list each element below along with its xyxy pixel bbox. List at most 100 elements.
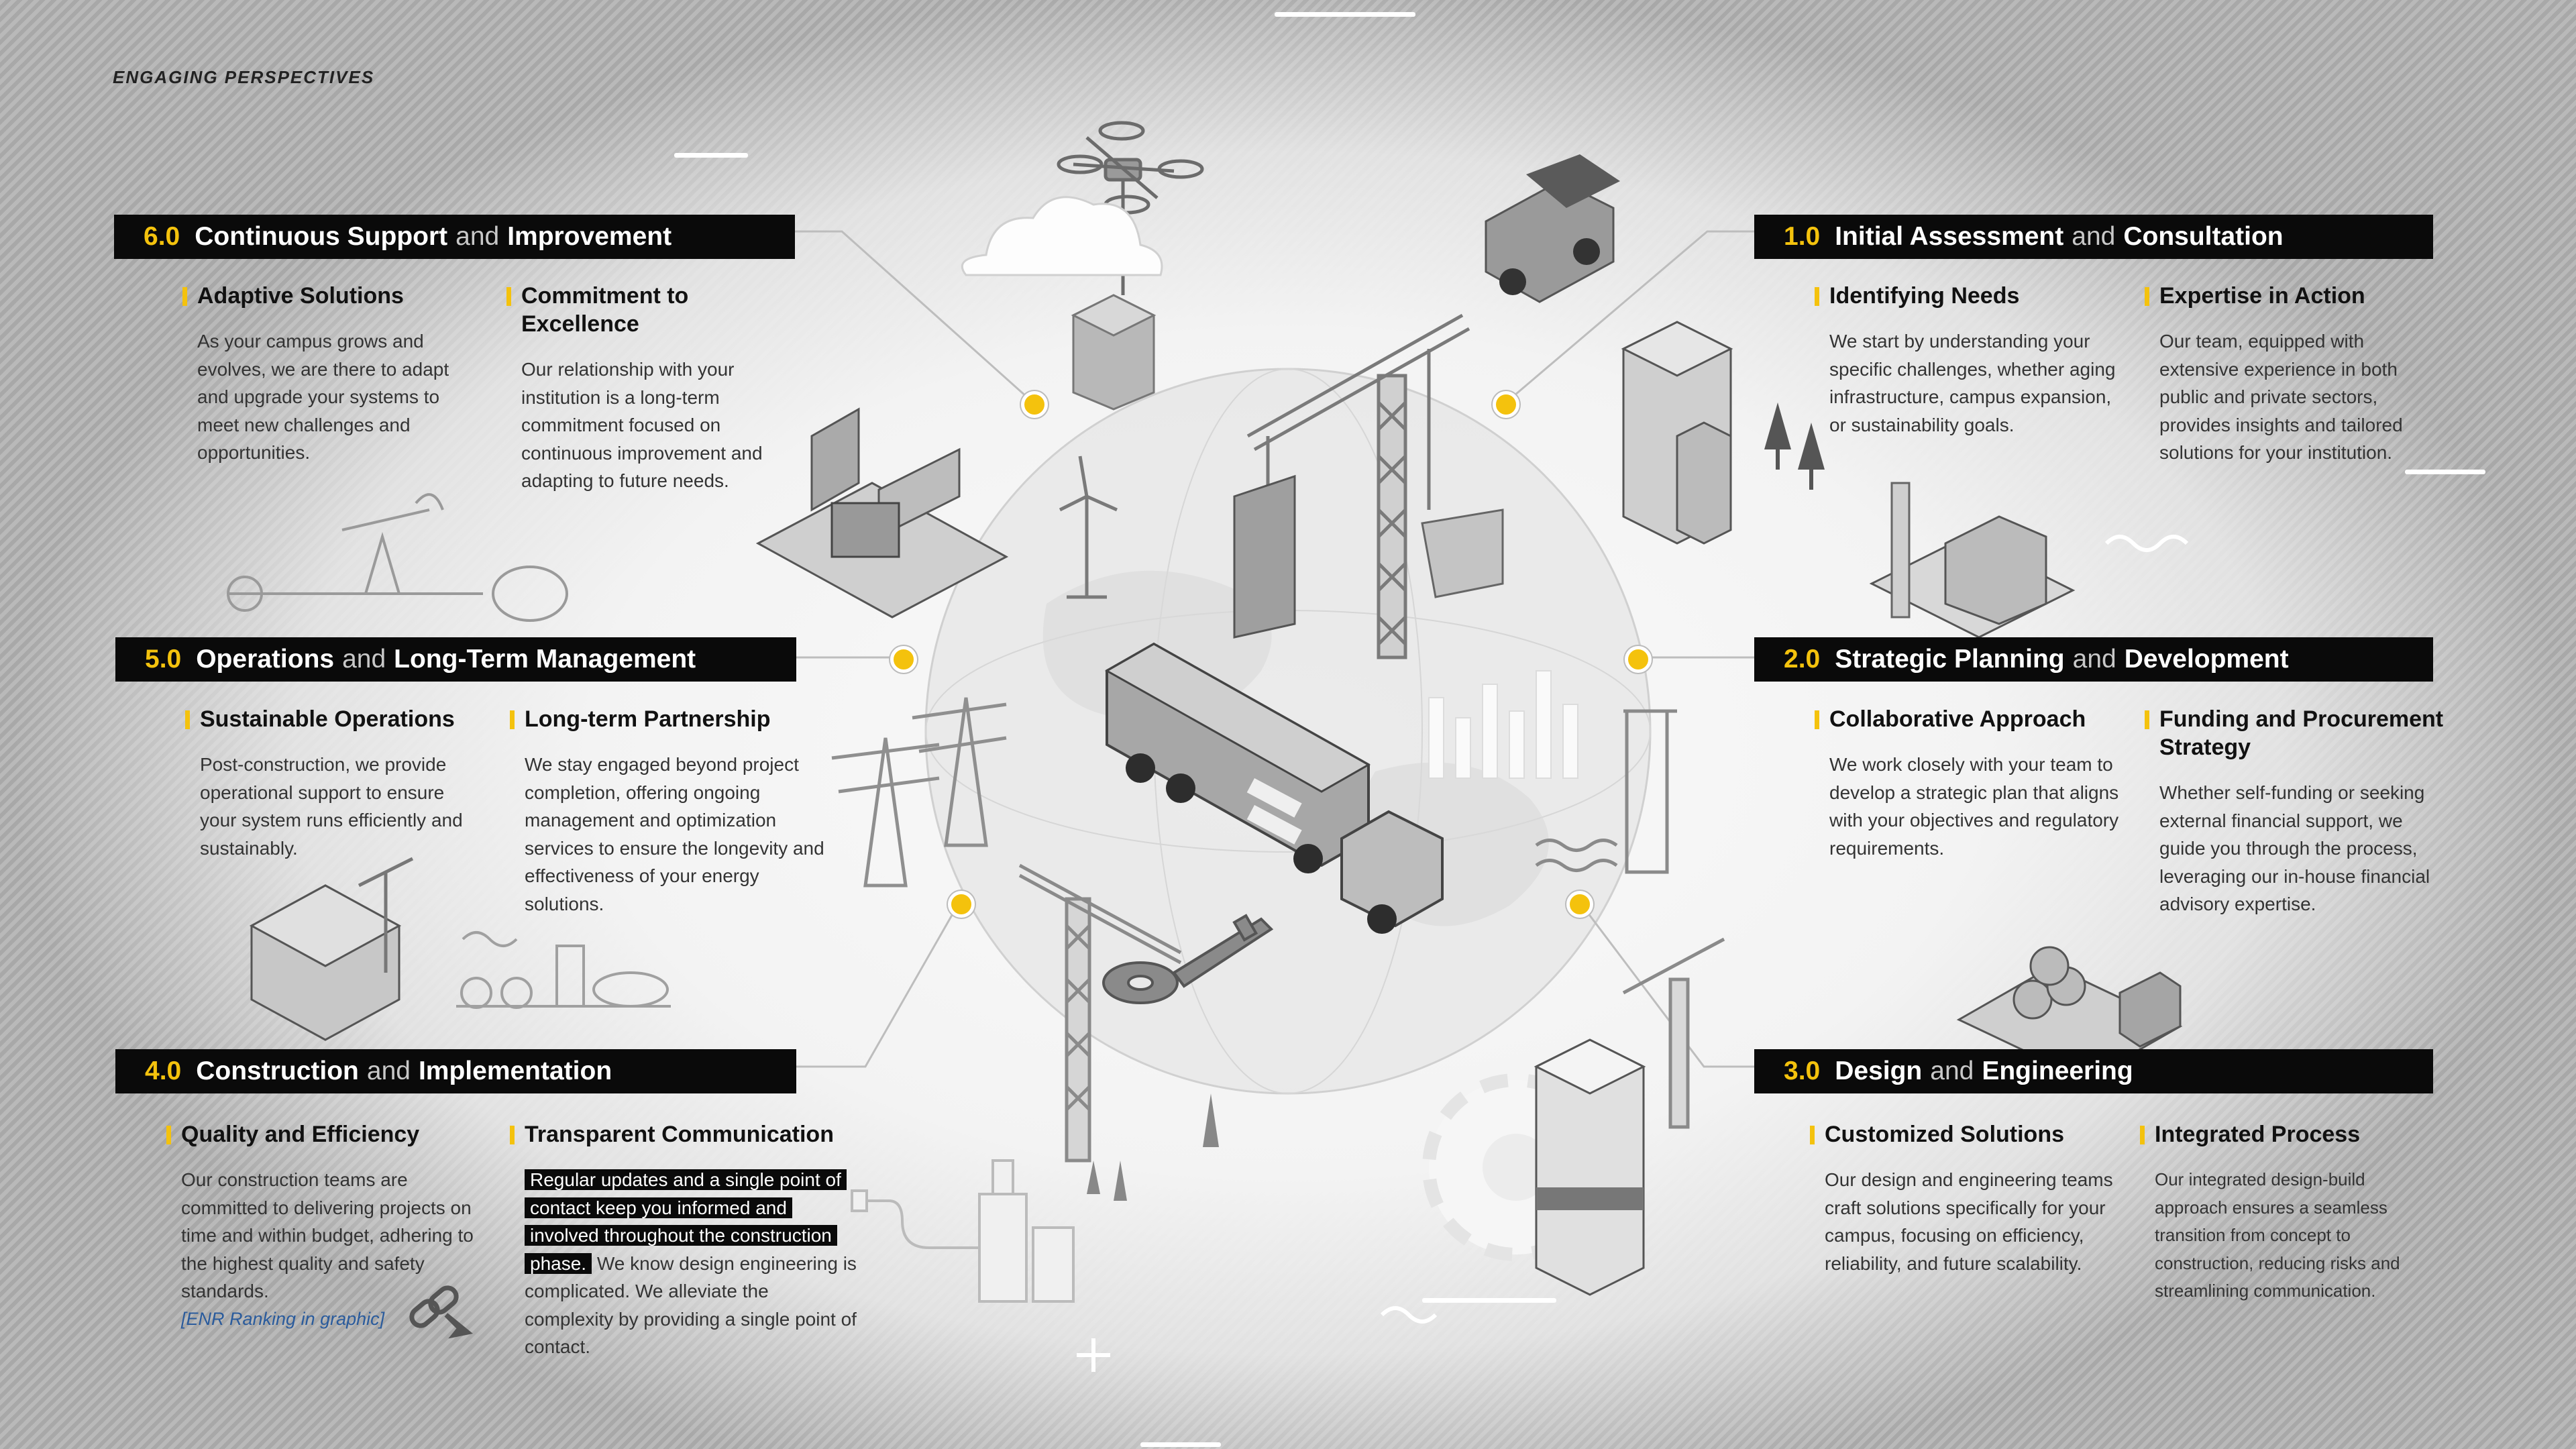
phase-number: 3.0: [1784, 1057, 1821, 1085]
connector-dot: [1566, 891, 1593, 918]
card-long-term-partnership: Long-term Partnership We stay engaged be…: [510, 705, 825, 918]
card-title: Quality and Efficiency: [166, 1120, 482, 1148]
card-adaptive-solutions: Adaptive Solutions As your campus grows …: [182, 282, 478, 467]
tall-building-icon: [1621, 321, 1733, 545]
phase-title-part2: Improvement: [507, 222, 672, 251]
card-expertise-in-action: Expertise in Action Our team, equipped w…: [2145, 282, 2447, 467]
wind-turbine-icon: [1059, 455, 1118, 599]
card-commitment-excellence: Commitment to Excellence Our relationshi…: [506, 282, 802, 495]
hanging-panel-icon: [1233, 474, 1504, 639]
connector-dot: [1493, 391, 1519, 418]
connector-dot: [1021, 391, 1048, 418]
key-icon: [1102, 914, 1274, 1004]
accent-dash: [2405, 470, 2485, 474]
phase-title-connector: and: [366, 1057, 411, 1085]
phase-bar-3: 3.0 Design and Engineering: [1754, 1049, 2433, 1093]
card-body: We stay engaged beyond project completio…: [525, 754, 824, 914]
crane-icon: [1246, 313, 1470, 659]
phase-bar-1: 1.0 Initial Assessment and Consultation: [1754, 215, 2433, 259]
card-title: Identifying Needs: [1815, 282, 2130, 310]
phase-number: 4.0: [145, 1057, 182, 1085]
card-customized-solutions: Customized Solutions Our design and engi…: [1810, 1120, 2125, 1277]
phase-title-part2: Development: [2124, 645, 2289, 674]
phase-bar-4: 4.0 Construction and Implementation: [115, 1049, 796, 1093]
card-funding-procurement: Funding and Procurement Strategy Whether…: [2145, 705, 2453, 918]
card-title: Expertise in Action: [2145, 282, 2447, 310]
phase-title-connector: and: [455, 222, 500, 251]
card-body: Post-construction, we provide operationa…: [200, 754, 463, 859]
card-body: Our integrated design-build approach ens…: [2155, 1169, 2400, 1301]
accent-dash: [1275, 12, 1415, 17]
card-body: Our design and engineering teams craft s…: [1825, 1169, 2113, 1274]
phase-title-part2: Long-Term Management: [394, 645, 696, 674]
tree-icon: [1764, 402, 1825, 490]
card-collaborative-approach: Collaborative Approach We work closely w…: [1815, 705, 2130, 862]
card-body: We know design engineering is complicate…: [525, 1252, 857, 1358]
phase-title-part2: Engineering: [1982, 1057, 2133, 1085]
accent-dash: [1422, 1298, 1556, 1303]
connector-dot: [948, 891, 975, 918]
phase-title-part1: Design: [1835, 1057, 1923, 1085]
dump-truck-icon: [1485, 154, 1620, 303]
building-crane-icon: [1869, 482, 2076, 639]
phase-bar-2: 2.0 Strategic Planning and Development: [1754, 637, 2433, 682]
phase-title-part1: Strategic Planning: [1835, 645, 2065, 674]
modular-building-icon: [1534, 1038, 1646, 1296]
cargo-block-icon: [1071, 294, 1157, 411]
right-crane-icon: [1622, 937, 1725, 1129]
unfinished-building-icon: [249, 857, 414, 1041]
phase-title-connector: and: [342, 645, 386, 674]
factory-outline-icon: [456, 931, 671, 1009]
phase-title-part1: Continuous Support: [195, 222, 448, 251]
city-tower-icon: [851, 1159, 1075, 1303]
card-title: Integrated Process: [2140, 1120, 2442, 1148]
connector-dot: [890, 646, 917, 673]
card-title: Collaborative Approach: [1815, 705, 2130, 733]
card-body: We start by understanding your specific …: [1829, 331, 2116, 435]
phase-title-part1: Initial Assessment: [1835, 222, 2064, 251]
phase-number: 1.0: [1784, 222, 1821, 251]
phase-title-part1: Operations: [196, 645, 335, 674]
card-title: Commitment to Excellence: [506, 282, 802, 338]
connector-lines: [795, 230, 1754, 1068]
phase-title-part2: Implementation: [418, 1057, 612, 1085]
wave-marks-icon: [1380, 535, 2189, 1324]
power-pylon-icon: [831, 697, 1007, 888]
card-title: Sustainable Operations: [185, 705, 480, 733]
card-quality-efficiency: Quality and Efficiency Our construction …: [166, 1120, 482, 1332]
phase-title-connector: and: [1930, 1057, 1974, 1085]
bar-graphic-icon: [1428, 670, 1578, 779]
phase-title-connector: and: [2072, 222, 2116, 251]
card-body: Our construction teams are committed to …: [181, 1169, 474, 1301]
accent-dash: [1140, 1442, 1221, 1447]
oil-pump-icon: [227, 493, 568, 622]
card-integrated-process: Integrated Process Our integrated design…: [2140, 1120, 2442, 1305]
card-transparent-communication: Transparent Communication Regular update…: [510, 1120, 859, 1361]
card-body: Our relationship with your institution i…: [521, 359, 763, 491]
card-body: Whether self-funding or seeking external…: [2159, 782, 2430, 914]
phase-number: 5.0: [145, 645, 182, 674]
phase-number: 6.0: [144, 222, 180, 251]
traffic-cone-icon: [1087, 1093, 1219, 1201]
factory-icon: [755, 407, 1009, 619]
phase-bar-6: 6.0 Continuous Support and Improvement: [114, 215, 795, 259]
card-title: Transparent Communication: [510, 1120, 859, 1148]
left-crane-icon: [1018, 863, 1182, 1163]
phase-title-connector: and: [2072, 645, 2116, 674]
card-title: Customized Solutions: [1810, 1120, 2125, 1148]
card-sustainable-operations: Sustainable Operations Post-construction…: [185, 705, 480, 862]
card-body: Our team, equipped with extensive experi…: [2159, 331, 2403, 463]
phase-title-part2: Consultation: [2123, 222, 2284, 251]
card-body-group: Regular updates and a single point of co…: [525, 1166, 859, 1361]
connector-dot: [1625, 646, 1652, 673]
accent-dash: [674, 153, 748, 158]
card-title: Funding and Procurement Strategy: [2145, 705, 2453, 761]
plus-marker-icon: [1077, 1338, 1110, 1372]
cloud-icon: [961, 196, 1163, 276]
phase-title-part1: Construction: [196, 1057, 359, 1085]
card-body: We work closely with your team to develo…: [1829, 754, 2119, 859]
enr-ranking-link[interactable]: [ENR Ranking in graphic]: [181, 1308, 385, 1329]
semi-truck-icon: [1104, 642, 1444, 934]
